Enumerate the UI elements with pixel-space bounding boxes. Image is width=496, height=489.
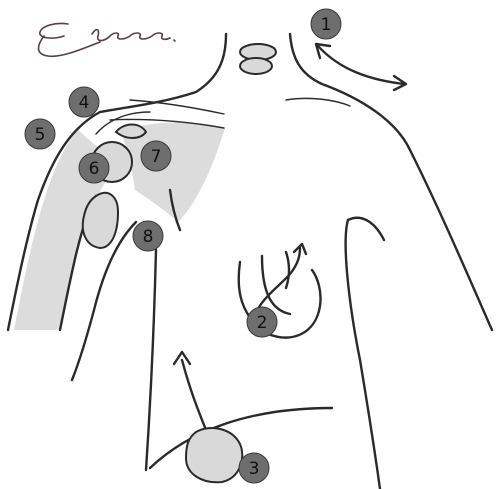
marker-4: 4 (69, 87, 99, 117)
right-torso-arm-gap (348, 218, 384, 240)
marker-6: 6 (79, 153, 109, 183)
marker-8: 8 (133, 221, 163, 251)
right-arm-inner-line (346, 220, 380, 489)
arrow-8-line (146, 250, 156, 470)
coracoid-process (116, 125, 146, 139)
marker-3-label: 3 (249, 459, 260, 479)
marker-3: 3 (239, 453, 269, 483)
signature-scribble (39, 23, 171, 56)
marker-7-label: 7 (151, 147, 162, 167)
neck-left-line (100, 34, 226, 112)
marker-4-label: 4 (79, 93, 90, 113)
marker-2: 2 (247, 307, 277, 337)
right-torso-outline (410, 150, 492, 330)
marker-5: 5 (25, 119, 55, 149)
lower-blob (186, 428, 242, 482)
marker-1-label: 1 (321, 15, 332, 35)
marker-6-label: 6 (89, 159, 100, 179)
marker-2-label: 2 (257, 313, 268, 333)
marker-5-label: 5 (35, 125, 46, 145)
marker-8-label: 8 (143, 227, 154, 247)
signature (39, 23, 176, 56)
fold-small-stroke (286, 252, 289, 288)
signature-dot (174, 40, 175, 41)
marker-1: 1 (311, 9, 341, 39)
neck-right-line (290, 34, 410, 150)
neck-arrow-line (318, 46, 404, 84)
lower-arrow-line (182, 360, 206, 430)
right-chest-line (286, 98, 350, 106)
thyroid-lower (240, 58, 272, 74)
marker-7: 7 (141, 141, 171, 171)
